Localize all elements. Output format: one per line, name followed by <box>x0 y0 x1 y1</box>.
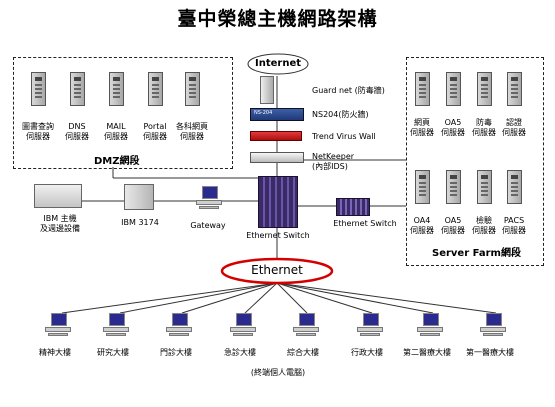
dmz-group-label: DMZ網段 <box>92 152 142 167</box>
dmz-server-label: 圖書查詢 <box>22 122 54 131</box>
server-farm-label: 伺服器 <box>472 226 496 235</box>
netkeeper-label-1: NetKeeper <box>312 152 355 161</box>
trend-virus-wall-device <box>250 131 302 141</box>
dmz-server-label: 伺服器 <box>180 132 204 141</box>
server-farm-label: OA5 <box>444 118 462 127</box>
dmz-server-label: Portal <box>143 122 167 131</box>
building-label: 門診大樓 <box>160 348 192 357</box>
guardnet-device <box>260 76 274 104</box>
dmz-server-label: 各科網頁 <box>176 122 208 131</box>
dmz-server-tower <box>31 72 46 106</box>
server-farm-label: 伺服器 <box>441 128 465 137</box>
terminal-note: (終端個人電腦) <box>250 368 306 377</box>
building-label: 第二醫療大樓 <box>403 348 451 357</box>
dmz-server-label: DNS <box>68 122 86 131</box>
building-pc <box>480 313 506 337</box>
internet-cloud <box>247 53 309 75</box>
building-pc <box>230 313 256 337</box>
building-label: 急診大樓 <box>224 348 256 357</box>
building-pc <box>45 313 71 337</box>
server-farm-label: OA4 <box>413 216 431 225</box>
dmz-server-tower <box>185 72 200 106</box>
building-pc <box>103 313 129 337</box>
ns204-device-text: NS-204 <box>254 110 273 116</box>
ethernet-label: Ethernet <box>251 263 303 277</box>
server-farm-tower <box>446 72 461 106</box>
main-switch-label: Ethernet Switch <box>246 231 310 240</box>
server-farm-label: PACS <box>503 216 525 225</box>
dmz-server-label: 伺服器 <box>65 132 89 141</box>
server-farm-tower <box>446 170 461 204</box>
ibm-mainframe <box>34 184 82 208</box>
side-ethernet-switch <box>336 198 370 216</box>
dmz-server-label: 伺服器 <box>143 132 167 141</box>
ibm-host-label-2: 及週邊設備 <box>40 224 80 233</box>
dmz-group <box>13 57 233 169</box>
gateway-pc <box>196 186 222 210</box>
server-farm-label: 防毒 <box>476 118 492 127</box>
netkeeper-label-2: (內部IDS) <box>312 162 348 171</box>
server-farm-label: 伺服器 <box>472 128 496 137</box>
netkeeper-device <box>250 152 304 163</box>
dmz-server-label: 伺服器 <box>104 132 128 141</box>
server-farm-label: 伺服器 <box>410 226 434 235</box>
side-switch-label: Ethernet Switch <box>333 219 397 228</box>
ibm-3174-label: IBM 3174 <box>121 218 159 227</box>
building-label: 精神大樓 <box>39 348 71 357</box>
building-label: 綜合大樓 <box>287 348 319 357</box>
dmz-server-label: 伺服器 <box>26 132 50 141</box>
building-pc <box>293 313 319 337</box>
server-farm-group-label: Server Farm網段 <box>430 244 523 259</box>
dmz-server-label: MAIL <box>106 122 126 131</box>
server-farm-tower <box>477 72 492 106</box>
server-farm-label: 認證 <box>506 118 522 127</box>
ns204-label: NS204(防火牆) <box>312 110 369 119</box>
building-label: 行政大樓 <box>351 348 383 357</box>
building-pc <box>417 313 443 337</box>
dmz-server-tower <box>109 72 124 106</box>
server-farm-label: 伺服器 <box>410 128 434 137</box>
ibm-3174-device <box>124 184 154 210</box>
building-label: 第一醫療大樓 <box>466 348 514 357</box>
gateway-label: Gateway <box>190 221 226 230</box>
dmz-server-tower <box>70 72 85 106</box>
building-pc <box>166 313 192 337</box>
server-farm-tower <box>415 170 430 204</box>
dmz-server-tower <box>148 72 163 106</box>
server-farm-tower <box>415 72 430 106</box>
server-farm-tower <box>507 170 522 204</box>
building-pc <box>357 313 383 337</box>
server-farm-label: OA5 <box>444 216 462 225</box>
ibm-host-label-1: IBM 主機 <box>43 214 77 223</box>
ethernet-ring <box>220 257 334 285</box>
trend-label: Trend Virus Wall <box>312 132 376 141</box>
server-farm-label: 檢驗 <box>476 216 492 225</box>
ns204-firewall-device: NS-204 <box>250 108 304 121</box>
server-farm-label: 伺服器 <box>502 226 526 235</box>
server-farm-tower <box>507 72 522 106</box>
internet-label: Internet <box>254 58 301 69</box>
server-farm-label: 伺服器 <box>441 226 465 235</box>
server-farm-label: 伺服器 <box>502 128 526 137</box>
diagram-title: 臺中榮總主機網路架構 <box>177 8 378 30</box>
guardnet-label: Guard net (防毒牆) <box>312 86 385 95</box>
building-label: 研究大樓 <box>97 348 129 357</box>
main-ethernet-switch <box>258 176 298 228</box>
server-farm-group <box>406 57 544 266</box>
server-farm-label: 網頁 <box>414 118 430 127</box>
server-farm-tower <box>477 170 492 204</box>
